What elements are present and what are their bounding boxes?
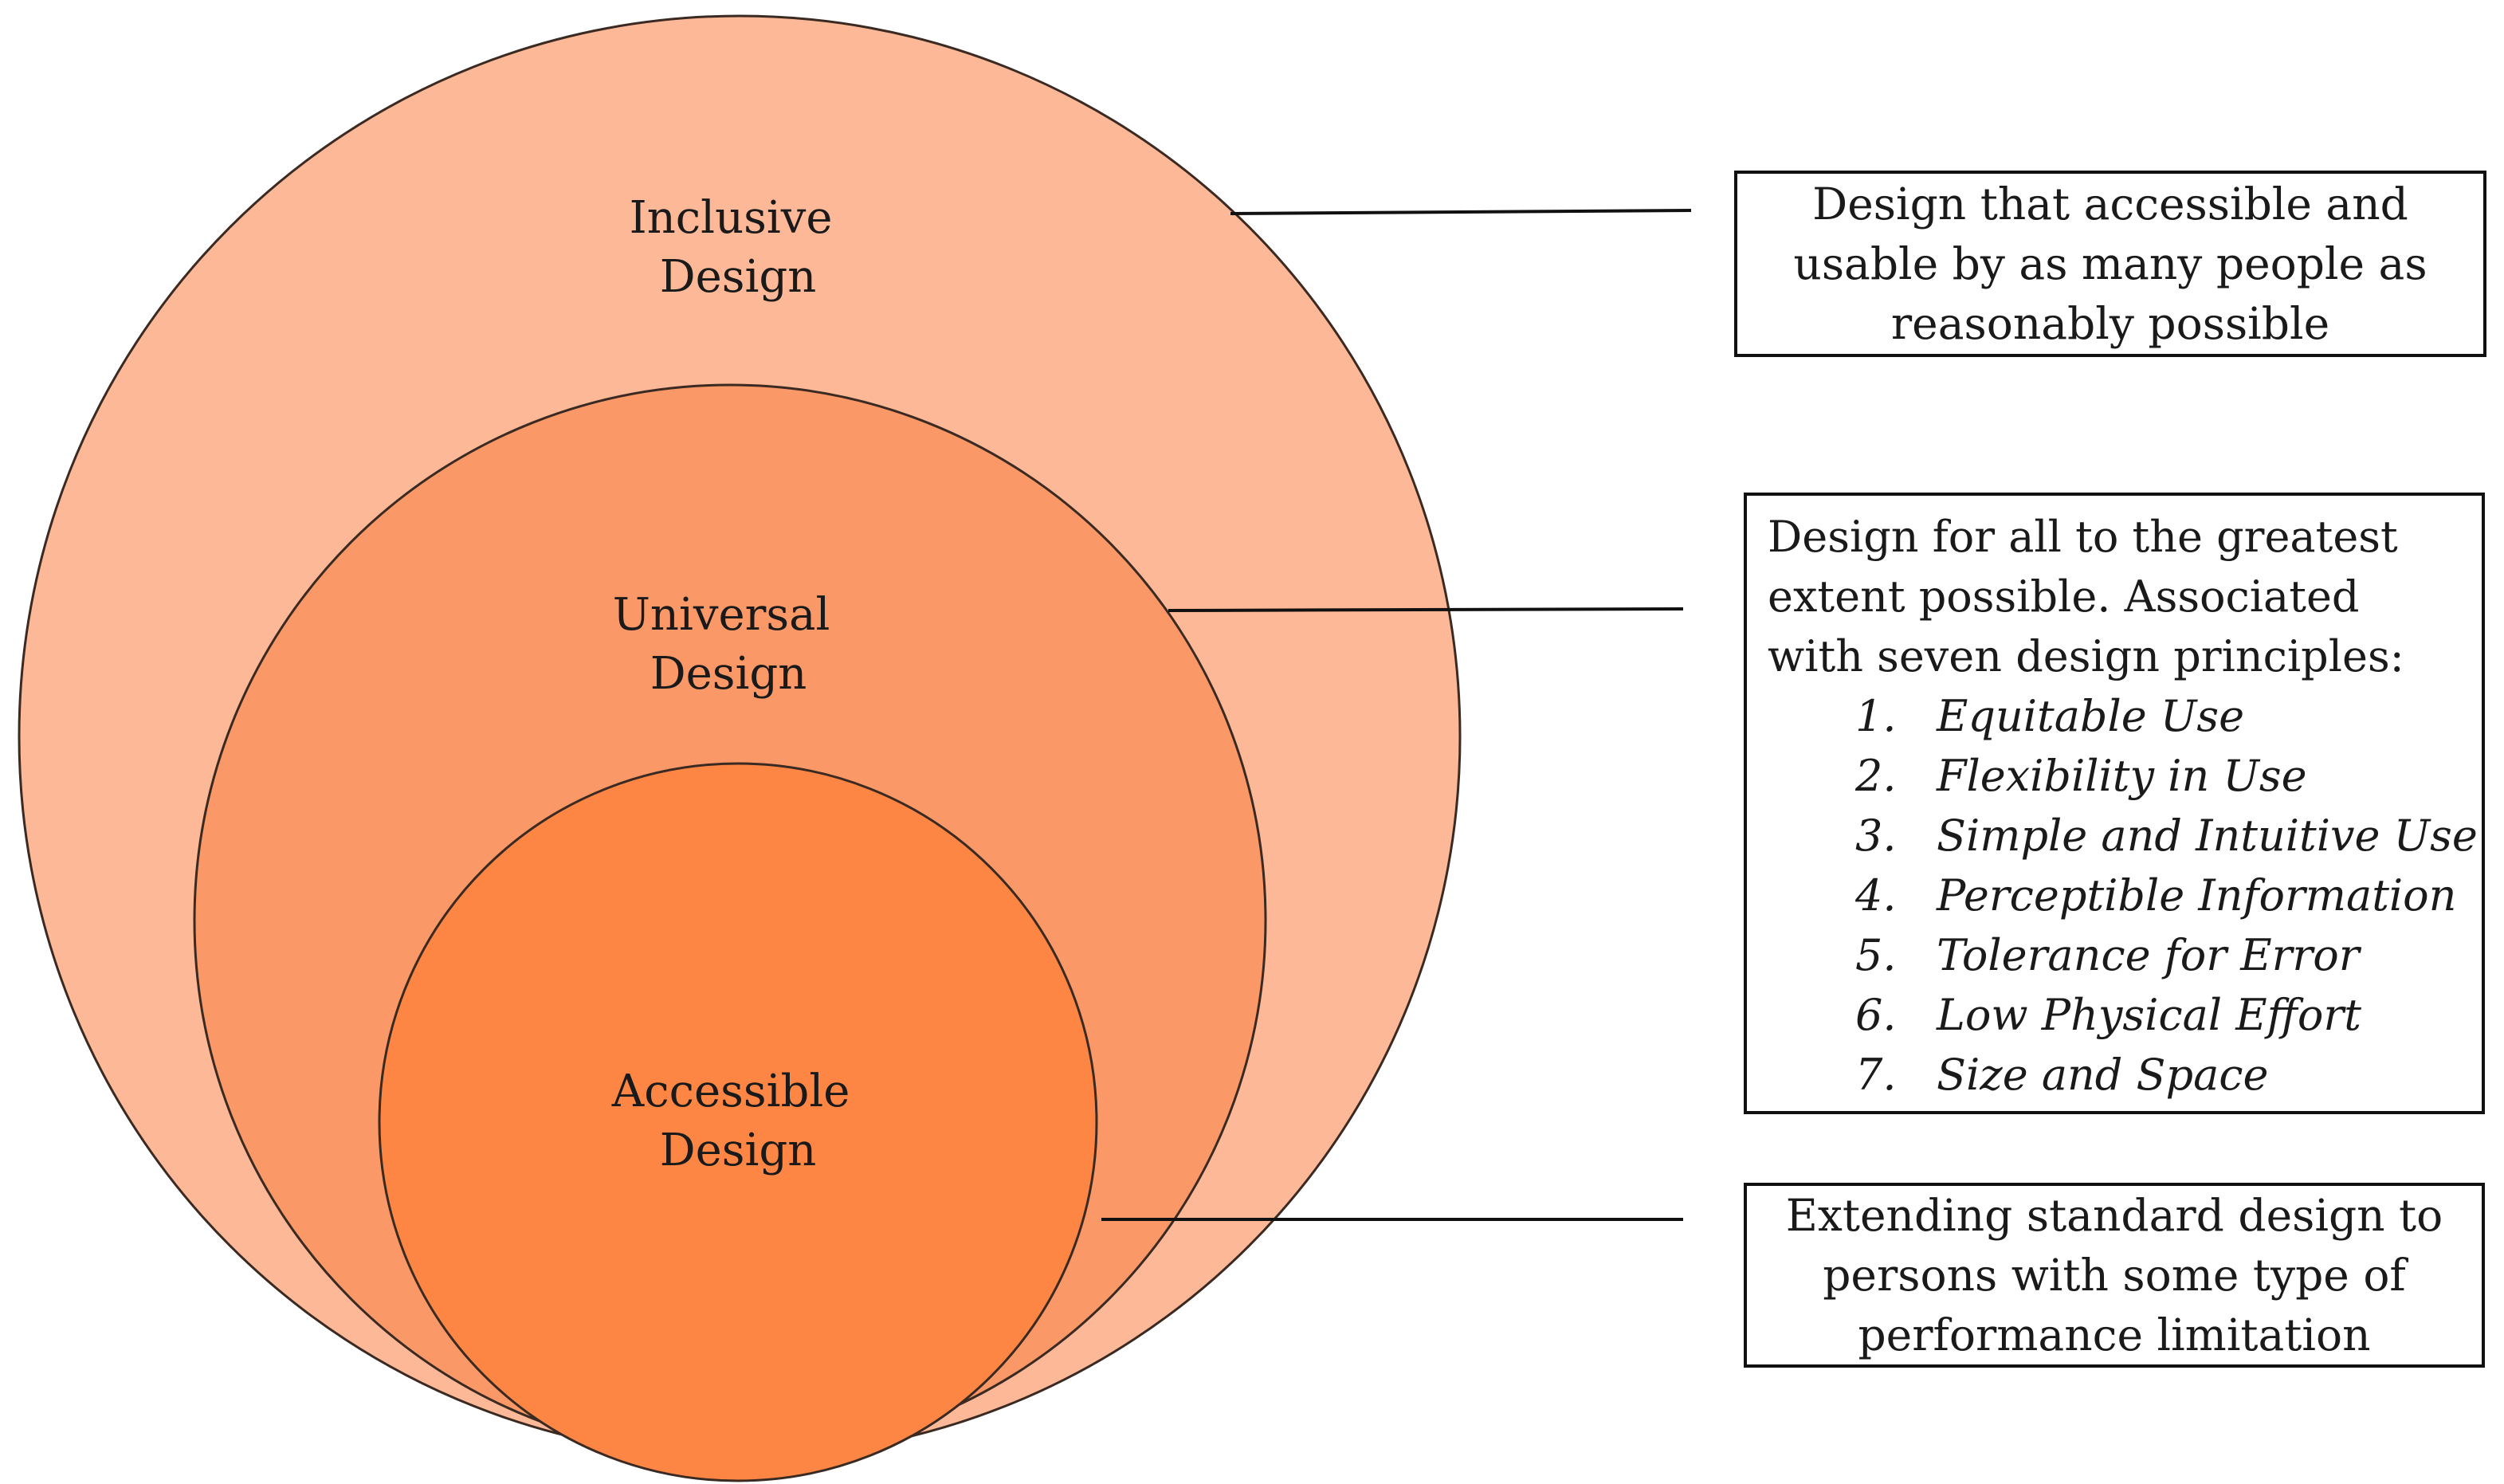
principle-item: 1. Equitable Use	[1855, 686, 2482, 746]
principle-number: 3.	[1855, 811, 1897, 861]
inclusive-design-description-box: Design that accessible and usable by as …	[1734, 171, 2486, 357]
principle-number: 1.	[1855, 691, 1897, 741]
accessible-design-description-box: Extending standard design to persons wit…	[1744, 1183, 2485, 1368]
universal-design-description-box: Design for all to the greatest extent po…	[1744, 493, 2485, 1114]
principle-text: Equitable Use	[1937, 691, 2245, 741]
principle-number: 5.	[1855, 930, 1897, 980]
principle-text: Flexibility in Use	[1937, 751, 2307, 801]
principle-item: 2. Flexibility in Use	[1855, 746, 2482, 806]
principle-item: 6. Low Physical Effort	[1855, 985, 2482, 1045]
inclusive-connector-line	[1230, 209, 1692, 215]
inclusive-description-line: usable by as many people as	[1793, 238, 2427, 289]
principle-item: 3. Simple and Intuitive Use	[1855, 806, 2482, 866]
accessible-design-circle	[378, 762, 1098, 1482]
principle-item: 4. Perceptible Information	[1855, 866, 2482, 925]
design-principles-list: 1. Equitable Use 2. Flexibility in Use 3…	[1768, 686, 2482, 1105]
principle-text: Tolerance for Error	[1937, 930, 2360, 980]
universal-description-line: with seven design principles:	[1768, 631, 2404, 681]
universal-description-line: Design for all to the greatest	[1768, 512, 2398, 562]
principle-text: Low Physical Effort	[1937, 990, 2361, 1040]
principle-text: Simple and Intuitive Use	[1937, 811, 2478, 861]
accessible-description-line: Extending standard design to	[1785, 1189, 2443, 1241]
principle-item: 7. Size and Space	[1855, 1045, 2482, 1105]
inclusive-design-label: Inclusive Design	[630, 192, 847, 303]
accessible-design-label: Accessible Design	[611, 1066, 864, 1176]
accessible-description-line: persons with some type of	[1823, 1249, 2406, 1301]
principle-number: 2.	[1855, 751, 1897, 801]
principle-item: 5. Tolerance for Error	[1855, 925, 2482, 985]
principle-number: 4.	[1855, 870, 1897, 921]
principle-number: 6.	[1855, 990, 1897, 1040]
universal-description-line: extent possible. Associated	[1768, 571, 2360, 622]
principle-text: Size and Space	[1937, 1050, 2269, 1100]
principle-text: Perceptible Information	[1937, 870, 2457, 921]
principle-number: 7.	[1855, 1050, 1897, 1100]
inclusive-description-line: Design that accessible and	[1812, 178, 2408, 230]
universal-design-label: Universal Design	[613, 589, 845, 700]
accessible-description-line: performance limitation	[1858, 1309, 2371, 1360]
inclusive-description-line: reasonably possible	[1890, 297, 2330, 349]
universal-connector-line	[1168, 607, 1684, 612]
